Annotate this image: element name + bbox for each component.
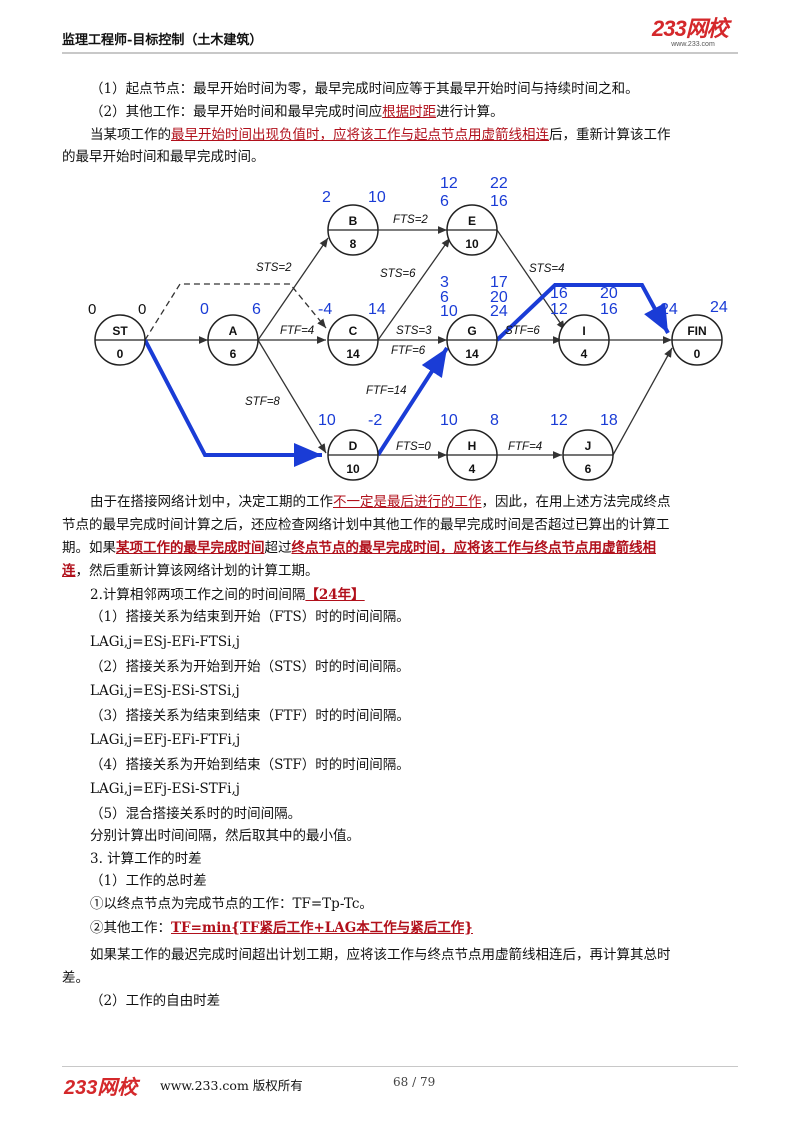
- footer-divider: [62, 1066, 738, 1067]
- para-negative-start-cont: 的最早开始时间和最早完成时间。: [62, 149, 265, 165]
- node-dur: 14: [346, 347, 360, 361]
- time-label: 10: [368, 189, 386, 206]
- time-label: 20: [490, 289, 508, 306]
- node-dur: 8: [350, 237, 357, 251]
- time-label: 3: [440, 274, 449, 291]
- time-label: 0: [138, 301, 146, 318]
- time-label: 2: [322, 189, 331, 206]
- total-float-other: ②其他工作：TF=min{TF紧后工作+LAG本工作与紧后工作}: [90, 920, 473, 936]
- time-label: 12: [550, 301, 568, 318]
- time-label: 20: [600, 285, 618, 302]
- network-diagram: ST0 A6 B8 C14 D10 E10 G14 H4 I4 J6 FIN0 …: [88, 175, 728, 481]
- formula-ftf: LAGi,j=EFj-EFi-FTFi,j: [90, 732, 241, 748]
- node-id: FIN: [687, 324, 706, 338]
- node-id: C: [349, 324, 358, 338]
- para-negative-start: 当某项工作的最早开始时间出现负值时，应将该工作与起点节点用虚箭线相连后，重新计算…: [90, 127, 671, 143]
- rel-label: STS=4: [529, 263, 564, 275]
- time-label: 10: [440, 303, 458, 320]
- time-label: 6: [440, 193, 449, 210]
- para-exceed-finish: 期。如果某项工作的最早完成时间超过终点节点的最早完成时间，应将该工作与终点节点用…: [62, 540, 656, 556]
- node-id: ST: [112, 324, 128, 338]
- item-sts: （2）搭接关系为开始到开始（STS）时的时间间隔。: [90, 659, 410, 675]
- item-min: 分别计算出时间间隔，然后取其中的最小值。: [90, 828, 360, 844]
- time-label: 10: [318, 412, 336, 429]
- time-label: 0: [88, 301, 96, 318]
- para-check-finish: 节点的最早完成时间计算之后，还应检查网络计划中其他工作的最早完成时间是否超过已算…: [62, 517, 670, 533]
- node-dur: 4: [469, 462, 476, 476]
- formula-fts: LAGi,j=ESj-EFi-FTSi,j: [90, 634, 240, 650]
- time-label: 8: [490, 412, 499, 429]
- section-3-title: 3. 计算工作的时差: [90, 851, 202, 867]
- time-label: 6: [440, 289, 449, 306]
- rel-label: FTF=6: [391, 345, 426, 357]
- item-ftf: （3）搭接关系为结束到结束（FTF）时的时间间隔。: [90, 708, 410, 724]
- node-id: I: [582, 324, 585, 338]
- node-dur: 10: [465, 237, 479, 251]
- rel-label: STS=3: [396, 325, 432, 337]
- time-label: -2: [368, 412, 382, 429]
- time-label: 16: [600, 301, 618, 318]
- item-fts: （1）搭接关系为结束到开始（FTS）时的时间间隔。: [90, 609, 410, 625]
- section-2-title: 2.计算相邻两项工作之间的时间间隔【24年】: [90, 587, 365, 603]
- time-label: 16: [550, 285, 568, 302]
- page-number: 68 / 79: [393, 1075, 436, 1089]
- time-label: 0: [200, 301, 209, 318]
- time-label: 10: [440, 412, 458, 429]
- header-divider: [62, 52, 738, 54]
- rel-label: STF=8: [245, 396, 280, 408]
- node-id: J: [585, 439, 592, 453]
- node-id: B: [349, 214, 358, 228]
- rel-label: FTF=4: [508, 441, 542, 453]
- time-label: 24: [710, 299, 728, 316]
- critical-path: [143, 339, 322, 467]
- free-float-heading: （2）工作的自由时差: [90, 993, 221, 1009]
- footer-logo[interactable]: 233网校: [64, 1077, 138, 1099]
- para-recalc: 连，然后重新计算该网络计划的计算工期。: [62, 563, 319, 579]
- rel-label: FTS=0: [396, 441, 431, 453]
- node-id: A: [229, 324, 238, 338]
- time-label: 12: [440, 175, 458, 192]
- footer-copyright: www.233.com 版权所有: [160, 1078, 303, 1093]
- node-id: E: [468, 214, 476, 228]
- rel-label: FTF=14: [366, 385, 407, 397]
- header-title: 监理工程师-目标控制（土木建筑）: [62, 33, 263, 48]
- time-label: 18: [600, 412, 618, 429]
- node-dur: 0: [694, 347, 701, 361]
- time-label: 12: [550, 412, 568, 429]
- node-dur: 6: [585, 462, 592, 476]
- para-late-finish: 如果某工作的最迟完成时间超出计划工期，应将该工作与终点节点用虚箭线相连后，再计算…: [90, 947, 671, 963]
- time-label: 14: [368, 301, 386, 318]
- para-other-work: （2）其他工作：最早开始时间和最早完成时间应根据时距进行计算。: [90, 104, 504, 120]
- para-late-finish-cont: 差。: [62, 970, 89, 986]
- node-dur: 0: [117, 347, 124, 361]
- time-label: 6: [252, 301, 261, 318]
- time-label: 22: [490, 175, 508, 192]
- node-id: D: [349, 439, 358, 453]
- formula-stf: LAGi,j=EFj-ESi-STFi,j: [90, 781, 240, 797]
- total-float-heading: （1）工作的总时差: [90, 873, 207, 889]
- brand-logo[interactable]: 233网校 www.233.com: [652, 16, 729, 49]
- para-start-node: （1）起点节点：最早开始时间为零，最早完成时间应等于其最早开始时间与持续时间之和…: [90, 81, 639, 97]
- rel-label: FTF=4: [280, 325, 314, 337]
- para-determine-duration: 由于在搭接网络计划中，决定工期的工作不一定是最后进行的工作，因此，在用上述方法完…: [90, 494, 671, 510]
- rel-label: STS=2: [256, 262, 292, 274]
- time-label: -4: [318, 301, 332, 318]
- time-label: 16: [490, 193, 508, 210]
- node-id: G: [467, 324, 476, 338]
- rel-label: STS=6: [380, 268, 416, 280]
- total-float-end: ①以终点节点为完成节点的工作：TF=Tp-Tc。: [90, 896, 373, 912]
- time-label: 17: [490, 274, 508, 291]
- rel-label: STF=6: [505, 325, 540, 337]
- node-dur: 4: [581, 347, 588, 361]
- item-stf: （4）搭接关系为开始到结束（STF）时的时间间隔。: [90, 757, 410, 773]
- rel-label: FTS=2: [393, 214, 428, 226]
- time-label: 24: [660, 301, 678, 318]
- formula-sts: LAGi,j=ESj-ESi-STSi,j: [90, 683, 240, 699]
- node-dur: 6: [230, 347, 237, 361]
- node-dur: 14: [465, 347, 479, 361]
- time-label: 24: [490, 303, 508, 320]
- node-id: H: [468, 439, 477, 453]
- item-mixed: （5）混合搭接关系时的时间间隔。: [90, 806, 302, 822]
- node-dur: 10: [346, 462, 360, 476]
